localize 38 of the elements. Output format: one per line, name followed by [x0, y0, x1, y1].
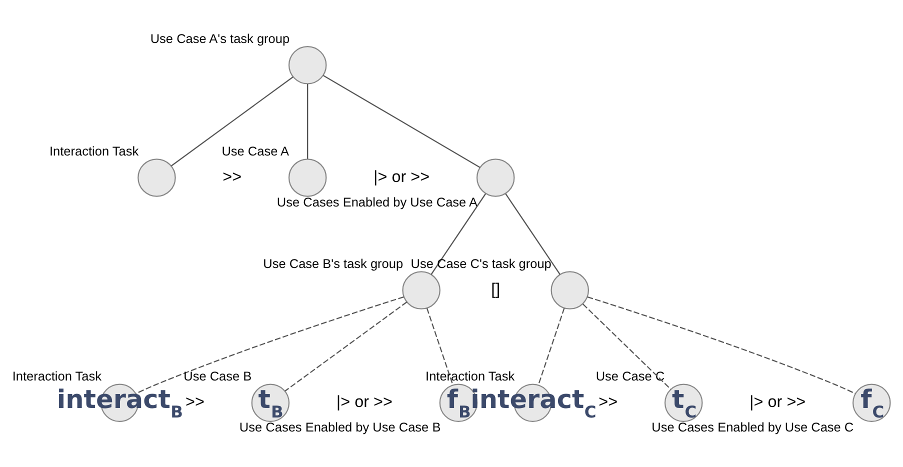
label: [] — [491, 280, 500, 298]
connector — [505, 192, 560, 274]
node-label: Use Case A's task group — [150, 30, 290, 46]
node-label: Use Case A — [222, 142, 290, 158]
node-label: Interaction Task — [12, 368, 102, 384]
node-label: Interaction Task — [426, 368, 515, 384]
connector — [538, 308, 565, 384]
label: |> or >> — [750, 392, 806, 411]
node-circle: f$_{C}$ — [852, 383, 891, 422]
node-circle — [476, 158, 515, 196]
node-label: Use Cases Enabled by Use Case C — [652, 419, 854, 434]
node-label: Interaction Task — [50, 142, 139, 158]
node-circle — [288, 46, 327, 84]
connector — [136, 296, 404, 394]
connector — [582, 303, 672, 390]
connector — [171, 76, 294, 166]
node-circle — [288, 158, 327, 196]
node-label: Use Cases Enabled by Use Case B — [239, 419, 441, 434]
node-label: Use Case C's task group — [410, 256, 552, 271]
connector — [587, 296, 856, 394]
node-label: Use Case B's task group — [263, 256, 404, 271]
label: |> or >> — [374, 168, 430, 186]
connector — [284, 301, 408, 391]
node-circle — [402, 270, 440, 309]
node-circle: t$_{C}$ — [664, 383, 703, 422]
connector — [430, 192, 486, 274]
label: >> — [186, 392, 204, 411]
connector — [323, 74, 480, 168]
node-label: Use Case B — [184, 368, 252, 384]
node-label: Use Cases Enabled by Use Case A — [276, 194, 478, 209]
connector — [426, 308, 454, 384]
node-circle: t$_{B}$ — [251, 383, 290, 422]
node-circle — [138, 158, 176, 196]
node-circle — [550, 270, 590, 309]
label: |> or >> — [336, 392, 393, 411]
label: >> — [598, 392, 618, 411]
connector — [307, 84, 308, 158]
label: >> — [222, 168, 242, 186]
